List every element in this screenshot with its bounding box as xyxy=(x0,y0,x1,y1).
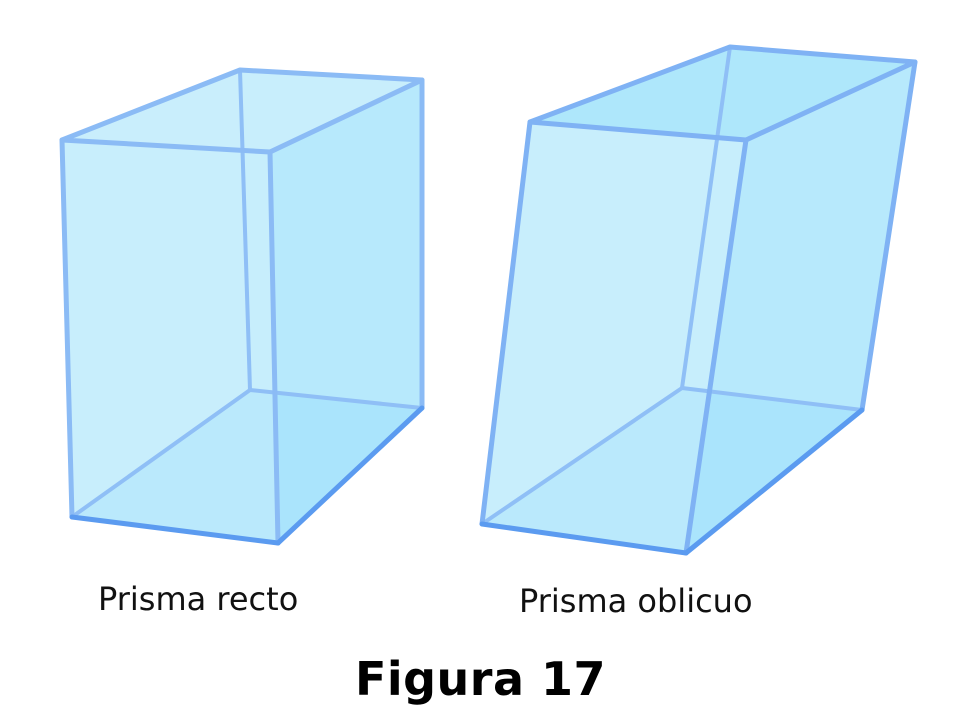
oblique-prism-hidden-edges xyxy=(480,45,864,526)
right-prism-hidden-edges xyxy=(70,68,424,519)
right-prism-side-face xyxy=(270,80,422,543)
right-prism-edges xyxy=(59,67,425,546)
right-prism-label: Prisma recto xyxy=(98,580,299,618)
right-prism-base-edges xyxy=(69,405,425,546)
oblique-prism-edges xyxy=(479,44,918,556)
oblique-prism-side-face xyxy=(686,62,915,553)
right-prism-front-face xyxy=(62,140,278,543)
oblique-prism xyxy=(479,44,918,556)
right-prism xyxy=(59,67,425,546)
oblique-prism-base-edges xyxy=(479,407,865,556)
oblique-prism-label: Prisma oblicuo xyxy=(519,582,753,620)
oblique-prism-front-face xyxy=(482,122,746,553)
figure-caption: Figura 17 xyxy=(354,652,607,706)
